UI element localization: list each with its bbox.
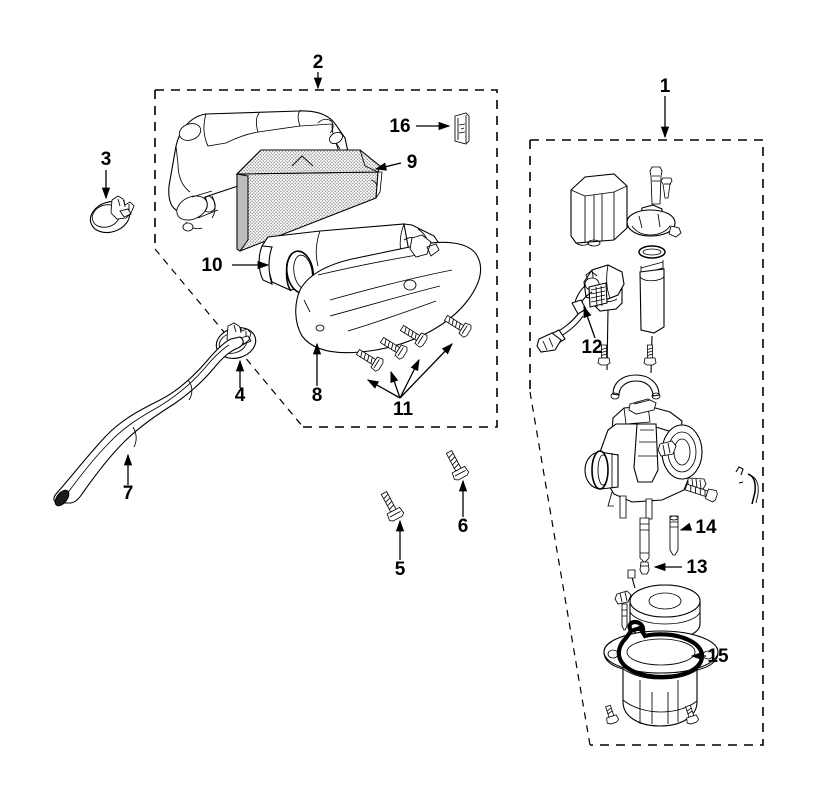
breather-hose bbox=[53, 336, 244, 507]
o-ring bbox=[638, 245, 666, 259]
callout-label-4: 4 bbox=[235, 385, 246, 406]
callout-label-5: 5 bbox=[395, 559, 406, 580]
callout-label-6: 6 bbox=[458, 516, 469, 537]
air-intake-duct bbox=[258, 223, 443, 294]
callout-label-12: 12 bbox=[581, 337, 602, 358]
callout-arrows bbox=[101, 72, 706, 661]
callout-label-7: 7 bbox=[123, 483, 134, 504]
callout-label-10: 10 bbox=[201, 255, 222, 276]
callout-label-16: 16 bbox=[389, 116, 410, 137]
callout-label-11: 11 bbox=[393, 399, 414, 420]
adjuster-pin-top bbox=[649, 166, 663, 205]
float-assembly bbox=[614, 569, 701, 647]
ignition-coil bbox=[570, 173, 628, 247]
screw-top-right bbox=[660, 177, 673, 199]
callout-label-14: 14 bbox=[695, 517, 717, 538]
air-box-screws bbox=[355, 314, 472, 372]
callout-label-1: 1 bbox=[660, 76, 671, 97]
carburetor-body bbox=[584, 398, 759, 520]
callout-labels: 2 1 3 4 5 6 7 8 9 10 11 12 13 14 15 16 bbox=[101, 52, 729, 667]
callout-label-9: 9 bbox=[407, 152, 418, 173]
carb-screws-pair bbox=[597, 344, 657, 366]
callout-label-15: 15 bbox=[707, 646, 729, 667]
jet-needle-14 bbox=[669, 515, 679, 556]
air-box-assembly-group bbox=[154, 89, 498, 428]
hose-clamp-upper bbox=[89, 195, 135, 234]
float-bowl-gasket bbox=[616, 619, 705, 680]
callout-label-2: 2 bbox=[313, 52, 324, 73]
callout-label-13: 13 bbox=[686, 557, 707, 578]
cable-bracket bbox=[610, 374, 661, 400]
clip-16 bbox=[454, 112, 470, 145]
screw-5 bbox=[380, 491, 405, 522]
air-filter-element bbox=[235, 149, 383, 252]
carburetor-assembly-group bbox=[529, 139, 764, 746]
callout-label-3: 3 bbox=[101, 149, 112, 170]
throttle-cable-assembly bbox=[536, 264, 625, 353]
throttle-slide bbox=[639, 268, 665, 374]
air-box-body bbox=[295, 234, 482, 354]
jet-13 bbox=[639, 517, 650, 575]
callout-label-8: 8 bbox=[312, 385, 323, 406]
throttle-valve-cap bbox=[626, 204, 682, 238]
screw-6 bbox=[445, 450, 470, 481]
